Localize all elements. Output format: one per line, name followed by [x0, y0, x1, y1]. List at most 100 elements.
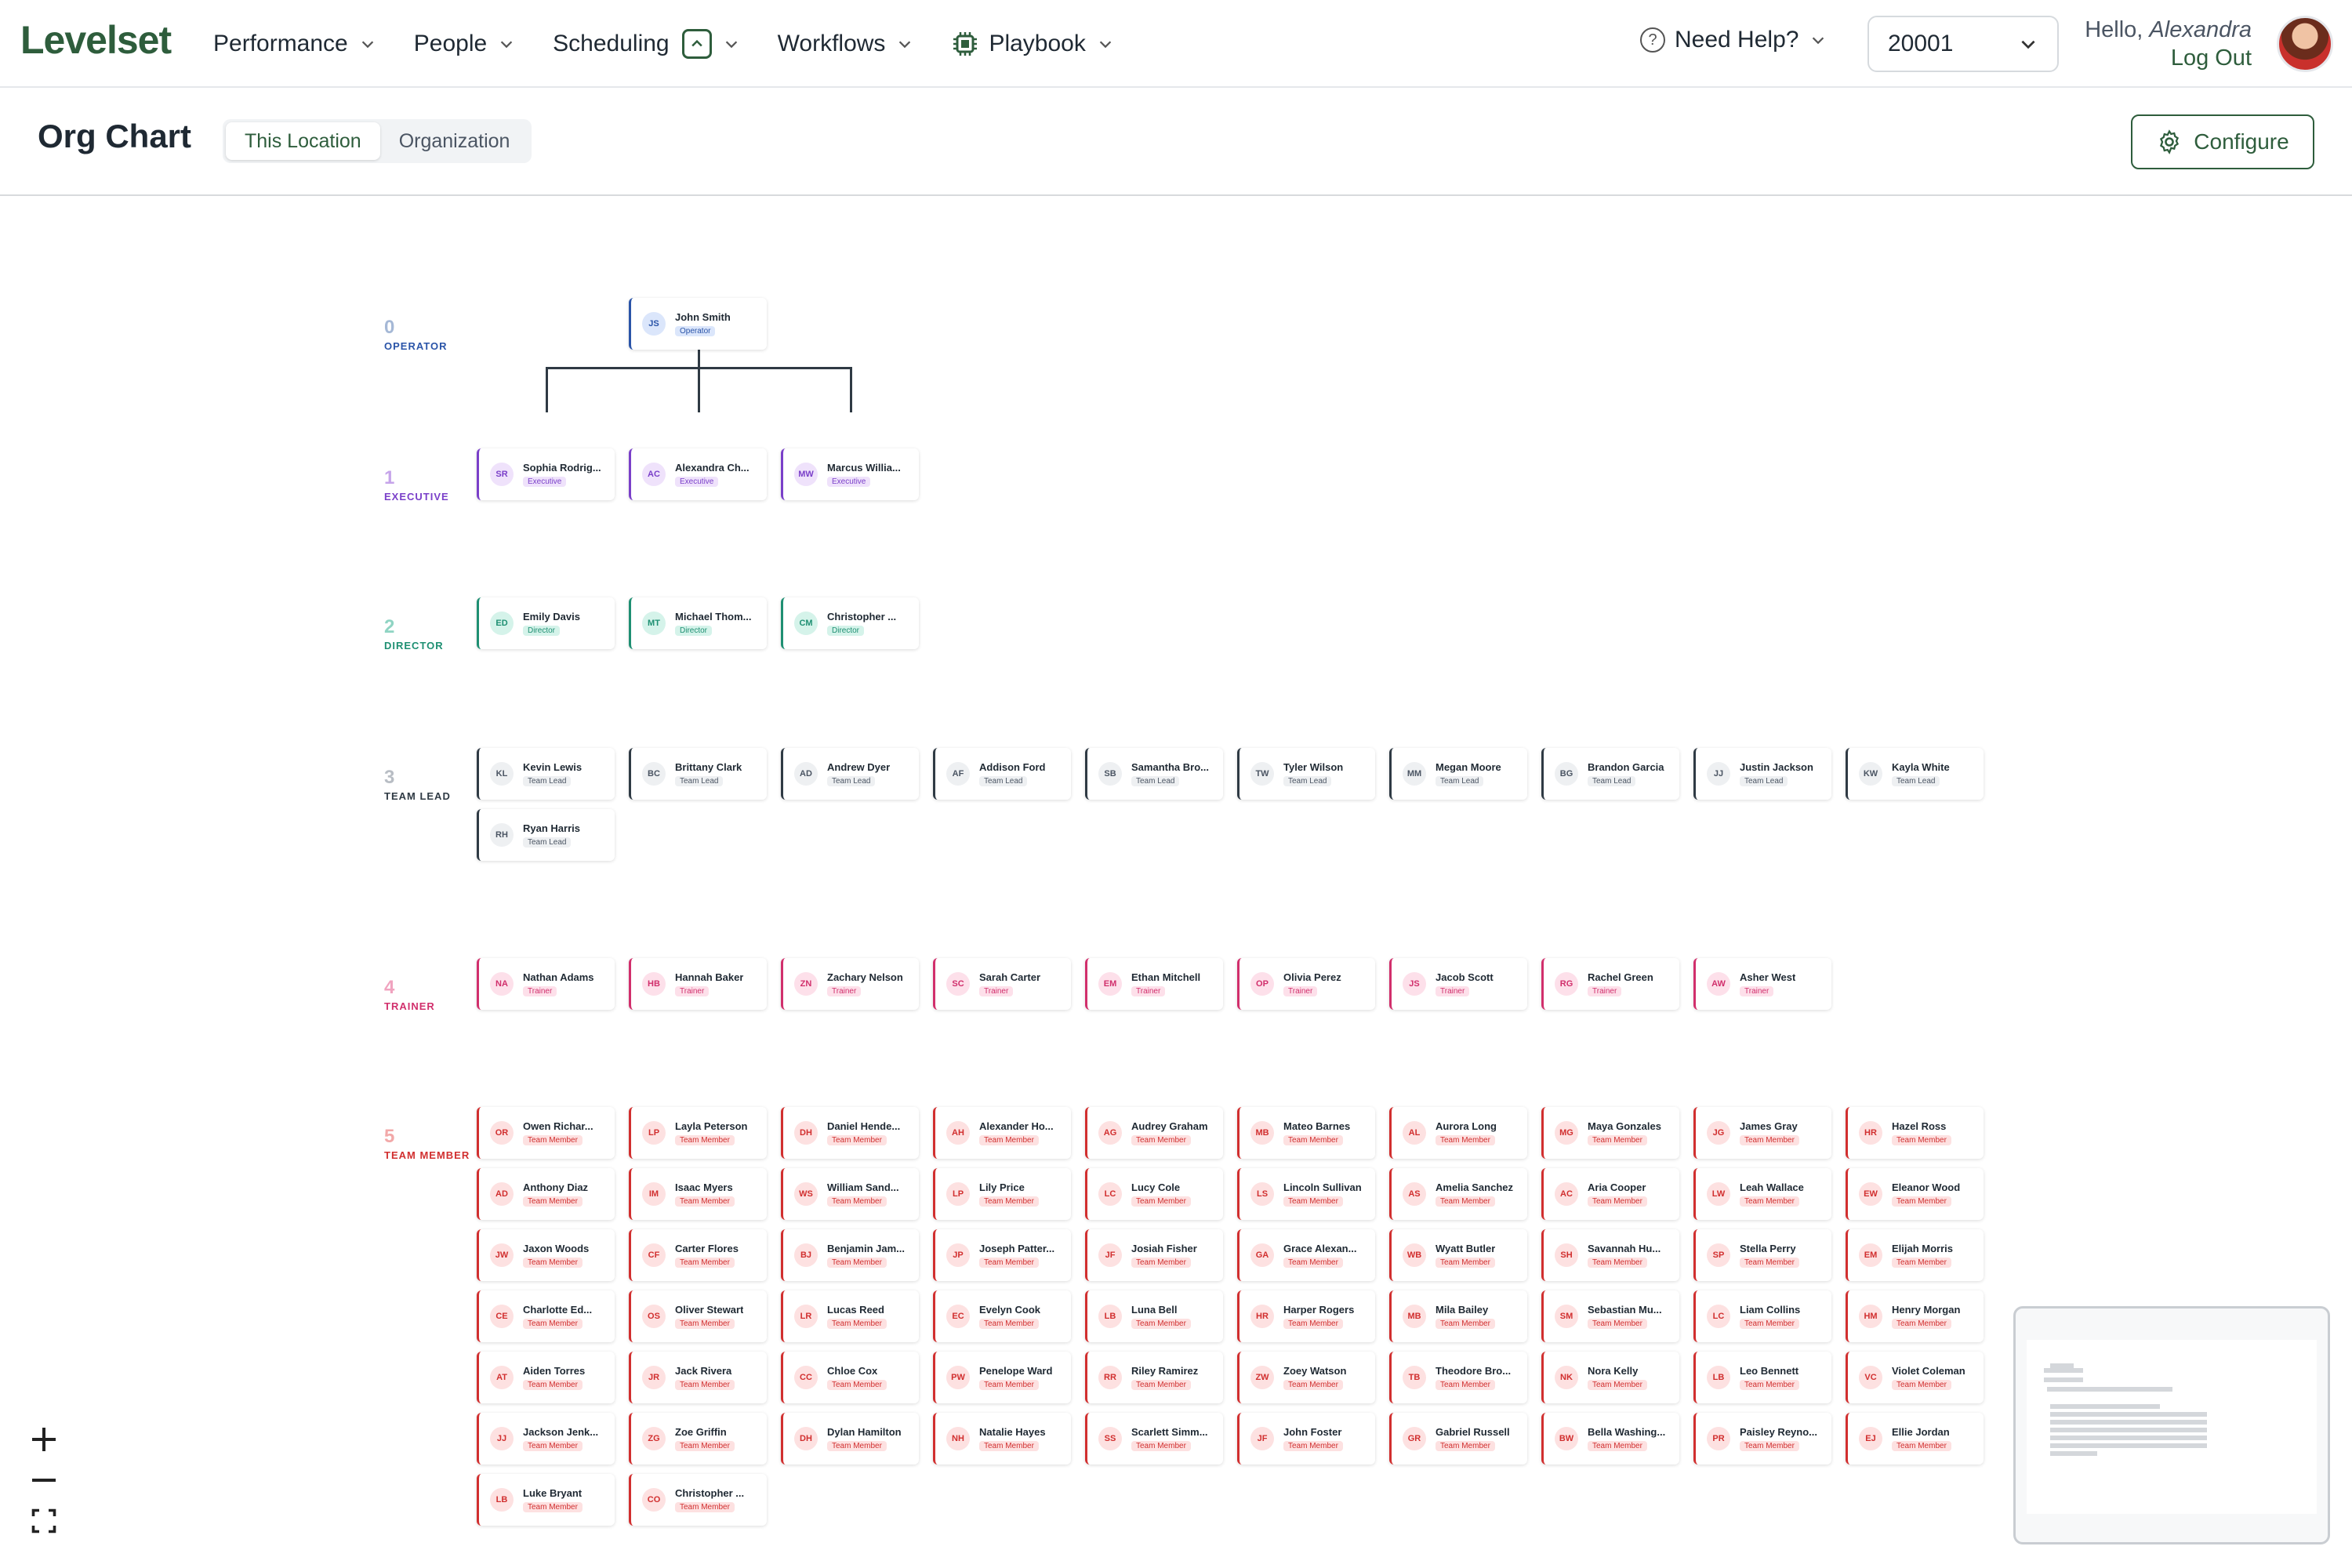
nav-people[interactable]: People — [414, 31, 515, 57]
logout-link[interactable]: Log Out — [2170, 45, 2252, 71]
help-menu[interactable]: ? Need Help? — [1640, 27, 1827, 53]
location-select[interactable]: 20001 — [1867, 16, 2059, 72]
nav-playbook[interactable]: Playbook — [951, 30, 1113, 58]
tab-this-location[interactable]: This Location — [226, 122, 380, 160]
tab-organization[interactable]: Organization — [398, 129, 510, 152]
nav-scheduling[interactable]: Scheduling — [553, 29, 739, 59]
zoom-in-button[interactable] — [22, 1419, 66, 1460]
fit-view-button[interactable] — [22, 1501, 66, 1541]
nav-performance[interactable]: Performance — [213, 31, 376, 57]
minimap-viewport[interactable] — [2027, 1340, 2317, 1514]
minimap[interactable] — [2013, 1306, 2330, 1544]
configure-button[interactable]: Configure — [2131, 114, 2314, 169]
user-avatar[interactable] — [2277, 16, 2333, 72]
levelset-logo[interactable]: Levelset — [20, 18, 172, 62]
nav-workflows[interactable]: Workflows — [778, 31, 914, 57]
zoom-out-button[interactable] — [22, 1460, 66, 1501]
